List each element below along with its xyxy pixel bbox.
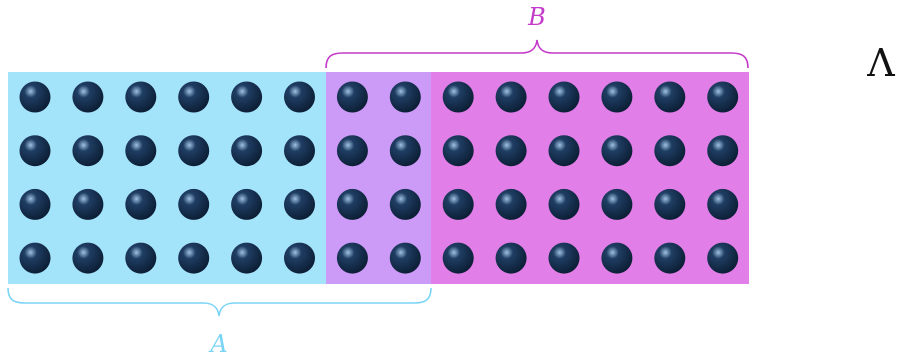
label-b: B <box>527 3 546 31</box>
lattice-sphere <box>284 242 315 274</box>
lattice-sphere <box>72 135 104 167</box>
lattice-sphere <box>231 81 263 113</box>
lattice-sphere <box>389 81 421 113</box>
lattice-sphere <box>178 188 210 220</box>
lattice-spheres <box>19 81 739 274</box>
lattice-sphere <box>72 81 104 113</box>
lattice-sphere <box>125 242 157 274</box>
label-lambda: Λ <box>866 41 895 85</box>
lattice-sphere <box>178 135 210 167</box>
lattice-sphere <box>495 242 527 274</box>
lattice-sphere <box>548 135 580 167</box>
brace-b <box>325 39 749 69</box>
lattice-sphere <box>707 188 739 220</box>
lattice-sphere <box>707 81 739 113</box>
lattice-sphere <box>231 188 263 220</box>
lattice-sphere <box>125 135 157 167</box>
region-a <box>8 72 326 284</box>
lattice-sphere <box>707 135 739 167</box>
brace-a <box>7 287 432 317</box>
lattice-sphere <box>548 81 580 113</box>
lattice-sphere <box>19 242 51 274</box>
lattice-sphere <box>495 188 527 220</box>
lattice-sphere <box>284 81 315 113</box>
lattice-sphere <box>601 188 633 220</box>
lattice-sphere <box>495 81 527 113</box>
lattice-sphere <box>548 188 580 220</box>
lattice-sphere <box>336 135 368 167</box>
lattice-sphere <box>442 81 474 113</box>
lattice-sphere <box>336 81 368 113</box>
lattice-sphere <box>284 188 315 220</box>
lattice-sphere <box>495 135 527 167</box>
lattice-sphere <box>654 188 686 220</box>
lattice-sphere <box>231 242 263 274</box>
lattice-sphere <box>72 242 104 274</box>
lattice-sphere <box>19 135 51 167</box>
lattice-sphere <box>389 242 421 274</box>
lattice-sphere <box>336 242 368 274</box>
lattice-sphere <box>654 242 686 274</box>
lattice-sphere <box>389 188 421 220</box>
lattice-sphere <box>125 188 157 220</box>
lattice-sphere <box>336 188 368 220</box>
lattice-sphere <box>19 188 51 220</box>
lattice-sphere <box>284 135 315 167</box>
lattice-sphere <box>442 188 474 220</box>
lattice-sphere <box>601 242 633 274</box>
lattice-sphere <box>601 81 633 113</box>
lattice-sphere <box>72 188 104 220</box>
lattice-sphere <box>442 135 474 167</box>
lattice-sphere <box>178 242 210 274</box>
lattice-sphere <box>19 81 51 113</box>
lattice-sphere <box>548 242 580 274</box>
lattice-sphere <box>654 135 686 167</box>
region-b <box>431 72 749 284</box>
lattice-sphere <box>707 242 739 274</box>
lattice-sphere <box>125 81 157 113</box>
lattice-sphere <box>389 135 421 167</box>
lattice-sphere <box>442 242 474 274</box>
label-a: A <box>208 330 227 358</box>
lattice-sphere <box>231 135 263 167</box>
lattice-sphere <box>601 135 633 167</box>
lattice-sphere <box>178 81 210 113</box>
lattice-sphere <box>654 81 686 113</box>
